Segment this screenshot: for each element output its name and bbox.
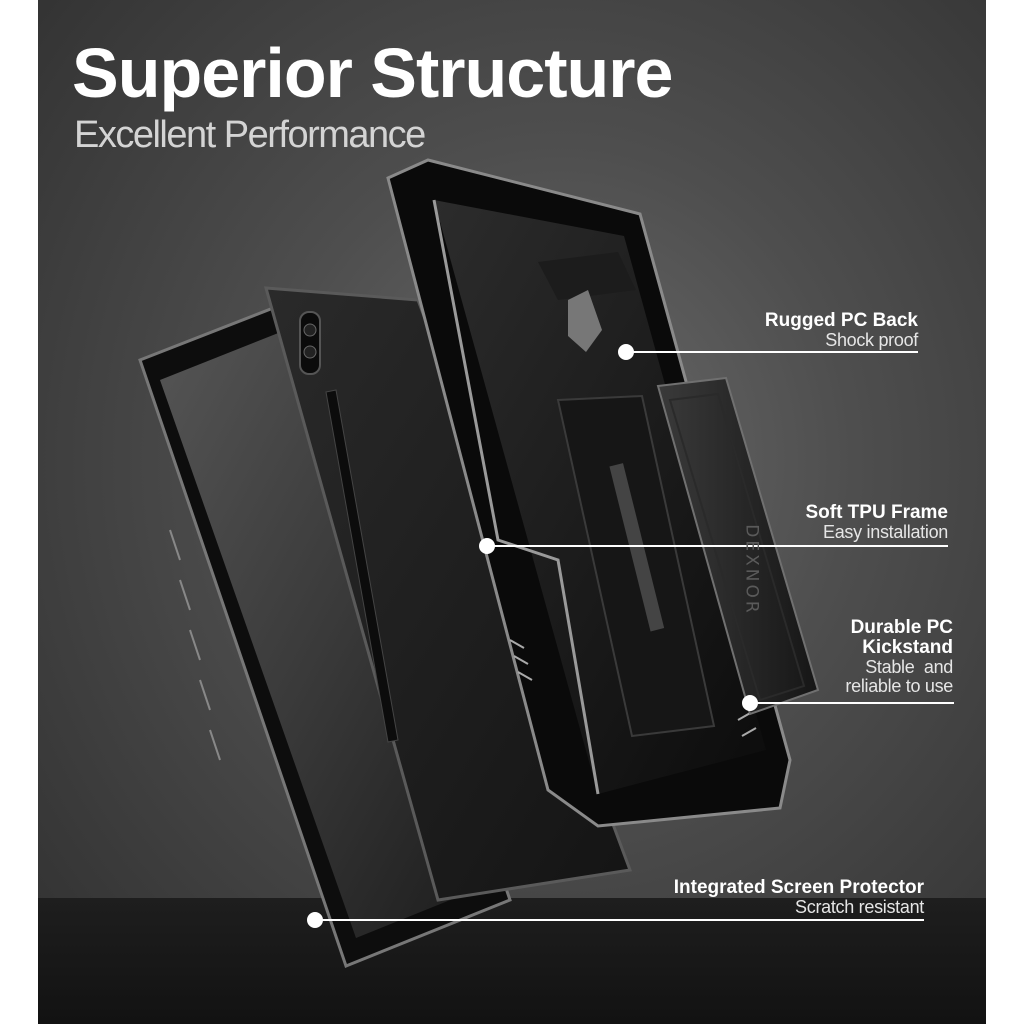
callout-integrated-screen-protector: Integrated Screen Protector Scratch resi… <box>673 877 925 917</box>
callout-subtitle: Easy installation <box>823 521 948 542</box>
callout-subtitle-line: reliable to use <box>845 675 953 696</box>
callout-soft-tpu-frame: Soft TPU Frame Easy installation <box>805 503 948 542</box>
callout-rugged-pc-back: Rugged PC Back Shock proof <box>765 311 918 350</box>
rugged-case <box>386 158 792 828</box>
callout-title: Integrated Screen Protector <box>673 877 924 898</box>
callout-subtitle: Shock proof <box>825 329 918 350</box>
callout-dot-kickstand <box>742 695 758 711</box>
product-banner: Superior Structure Excellent Performance <box>38 0 986 1024</box>
exploded-case-illustration <box>138 158 954 968</box>
brand-logo: DEXNOR <box>741 524 762 616</box>
callout-subtitle-line: Stable and <box>865 656 953 677</box>
callout-title: Rugged PC Back <box>764 310 918 331</box>
callout-title-line: Durable PC <box>850 617 953 638</box>
callout-dot-protector <box>307 912 323 928</box>
headline: Superior Structure <box>72 34 673 112</box>
subheadline: Excellent Performance <box>74 114 426 156</box>
callout-dot-back <box>618 344 634 360</box>
callout-title-line: Kickstand <box>862 636 953 658</box>
callout-title: Soft TPU Frame <box>805 502 948 523</box>
callout-lines <box>307 344 954 928</box>
callout-subtitle: Scratch resistant <box>795 896 924 917</box>
callout-dot-frame <box>479 538 495 554</box>
callout-durable-pc-kickstand: Durable PC Kickstand Stable and reliable… <box>845 618 953 696</box>
